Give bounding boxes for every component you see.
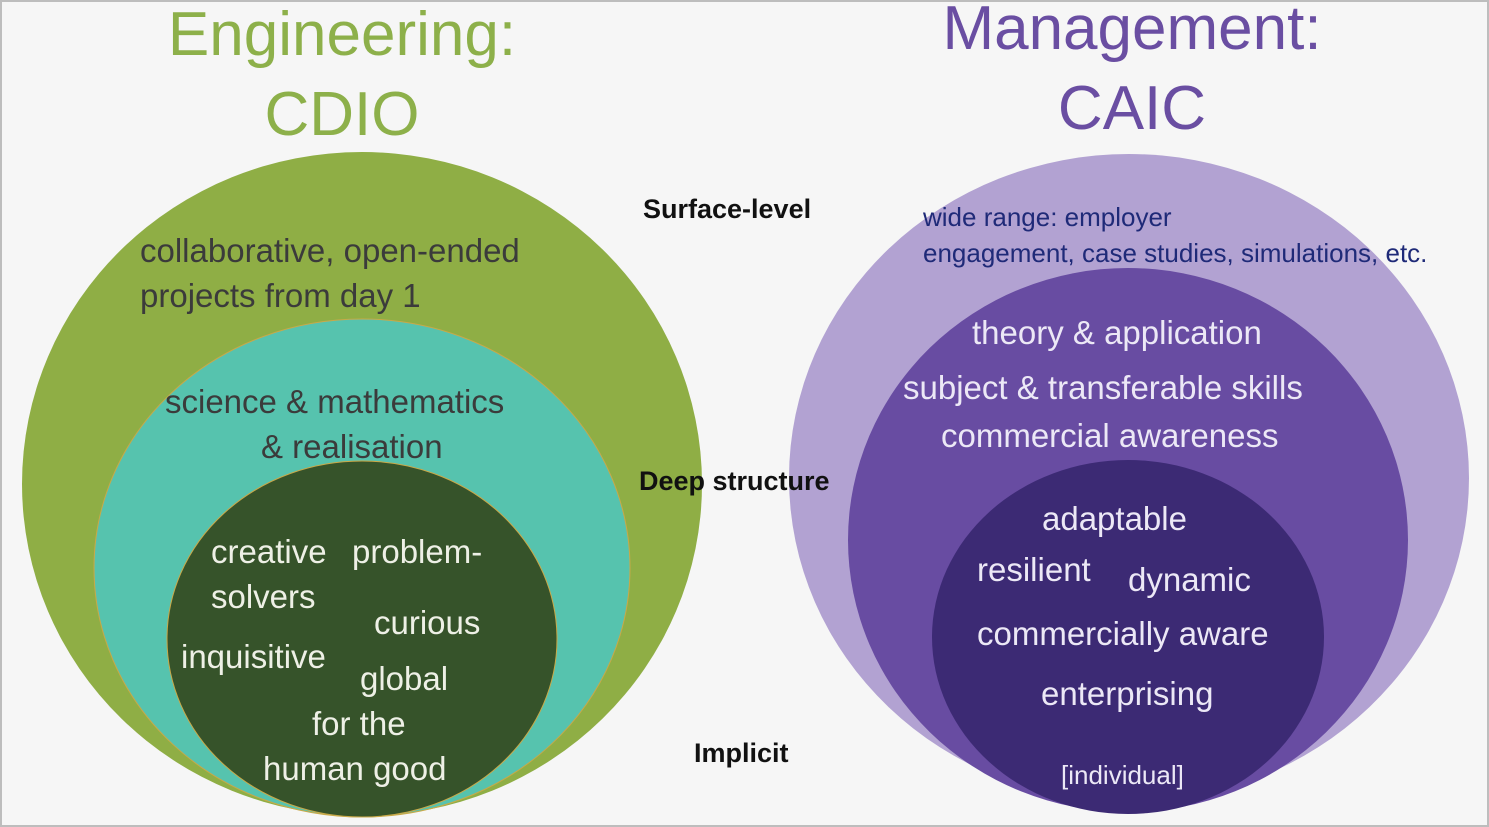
caic-title-line1: Management: [942, 0, 1322, 63]
caic-outer-text1: wide range: employer [923, 202, 1172, 232]
cdio-title-line1: Engineering: [167, 0, 517, 69]
caic-inner-text: dynamic [1128, 561, 1251, 598]
cdio-inner-text: solvers [211, 578, 316, 615]
cdio-inner-text: human good [263, 750, 447, 787]
caic-middle-text: commercial awareness [941, 417, 1279, 454]
caic-middle-text: theory & application [972, 314, 1262, 351]
caic-inner-text: adaptable [1042, 500, 1187, 537]
cdio-middle-text2: & realisation [261, 428, 443, 465]
cdio-outer-text1: collaborative, open-ended [140, 232, 520, 269]
cdio-inner-text: curious [374, 604, 481, 641]
cdio-inner-text: for the [312, 705, 406, 742]
caic-inner-text: resilient [977, 551, 1091, 588]
cdio-inner-text: global [360, 660, 449, 697]
cdio-inner-text: creative [211, 533, 327, 570]
level-implicit: Implicit [694, 738, 789, 768]
cdio-title-line2: CDIO [264, 80, 420, 149]
level-deep: Deep structure [639, 466, 830, 496]
cdio-middle-text1: science & mathematics [165, 383, 505, 420]
caic-inner-circle [932, 460, 1324, 814]
caic-outer-text2: engagement, case studies, simulations, e… [923, 238, 1428, 268]
cdio-inner-circle [166, 460, 558, 818]
caic-inner-text: commercially aware [977, 615, 1269, 652]
caic-title-line2: CAIC [1057, 74, 1207, 143]
cdio-inner-text: problem- [352, 533, 483, 570]
caic-inner-text: enterprising [1041, 675, 1214, 712]
caic-middle-text: subject & transferable skills [903, 369, 1303, 406]
cdio-outer-text2: projects from day 1 [140, 277, 421, 314]
caic-inner-text: [individual] [1061, 760, 1184, 790]
level-surface: Surface-level [643, 194, 812, 224]
cdio-inner-text: inquisitive [181, 638, 326, 675]
